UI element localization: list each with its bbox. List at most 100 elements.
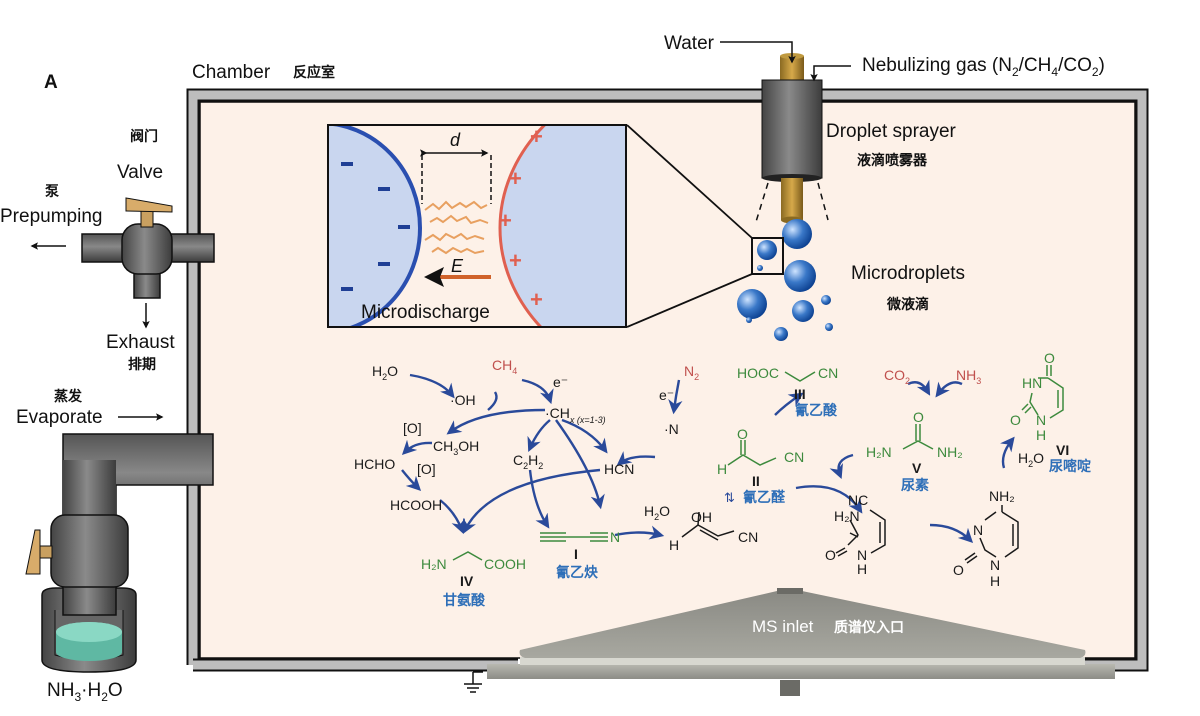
chamber-label: Chamber — [192, 62, 271, 83]
svg-text:N: N — [973, 522, 983, 538]
svg-text:II: II — [752, 473, 760, 489]
svg-text:⇅: ⇅ — [724, 490, 735, 505]
svg-text:O: O — [953, 562, 964, 578]
svg-text:+: + — [530, 287, 543, 312]
svg-text:·OH: ·OH — [450, 392, 476, 408]
valve-label: Valve — [117, 162, 163, 183]
exhaust-label-cn: 排期 — [128, 356, 156, 373]
svg-text:CO2: CO2 — [884, 367, 910, 386]
prepumping-label-cn: 泵 — [45, 184, 59, 200]
svg-text:N: N — [610, 529, 620, 545]
ground-symbol — [464, 671, 483, 693]
gas-label: Nebulizing gas (N2/CH4/CO2) — [862, 55, 1105, 79]
svg-text:H2O: H2O — [372, 363, 398, 382]
microdischarge-inset: + + + + + — [327, 124, 627, 328]
prepumping-label: Prepumping — [0, 206, 102, 227]
distance-label: d — [450, 130, 461, 150]
svg-text:H₂N: H₂N — [866, 444, 892, 460]
compound-V — [902, 424, 934, 450]
svg-text:CN: CN — [738, 529, 758, 545]
panel-label: A — [44, 72, 58, 93]
svg-text:甘氨酸: 甘氨酸 — [443, 592, 486, 609]
discharge-sparks — [424, 200, 489, 255]
svg-text:NH3: NH3 — [956, 367, 981, 386]
compound-III — [784, 371, 816, 382]
svg-text:III: III — [794, 386, 806, 402]
exhaust-label: Exhaust — [106, 332, 175, 353]
svg-text:NH₂: NH₂ — [937, 444, 963, 460]
compound-I — [540, 532, 608, 542]
svg-text:CH3OH: CH3OH — [433, 438, 479, 457]
valve-handle — [125, 197, 173, 213]
valve-assembly[interactable] — [81, 197, 215, 299]
reaction-scheme: H2O ·OH CH4 e⁻ ·CHx (x=1-3) [O] CH3OH HC… — [354, 350, 1091, 609]
svg-text:IV: IV — [460, 573, 474, 589]
svg-text:·N: ·N — [664, 421, 679, 437]
sprayer-label: Droplet sprayer — [826, 121, 957, 142]
svg-text:Nebulizing gas (N2/CH4/CO2): Nebulizing gas (N2/CH4/CO2) — [862, 55, 1105, 79]
ms-inlet-label: MS inlet — [752, 617, 814, 636]
svg-text:O: O — [1010, 412, 1021, 428]
field-label: E — [451, 256, 464, 276]
cytosine — [964, 505, 1019, 564]
zoom-line-bottom — [626, 273, 753, 328]
reservoir-label: NH3·H2O — [47, 680, 123, 704]
chamber-label-cn: 反应室 — [293, 64, 335, 81]
negative-charges — [341, 162, 410, 291]
svg-text:COOH: COOH — [484, 556, 526, 572]
sprayer-label-cn: 液滴喷雾器 — [857, 152, 928, 169]
svg-text:H: H — [669, 537, 679, 553]
svg-text:+: + — [509, 248, 522, 273]
ms-inlet-label-cn: 质谱仪入口 — [834, 619, 904, 636]
svg-text:HOOC: HOOC — [737, 365, 779, 381]
zoom-box — [751, 237, 784, 275]
svg-text:H: H — [1036, 427, 1046, 443]
svg-text:H: H — [717, 461, 727, 477]
water-arrow — [720, 41, 796, 64]
svg-text:CN: CN — [784, 449, 804, 465]
positive-droplet — [498, 125, 626, 327]
evaporate-label: Evaporate — [16, 407, 103, 428]
svg-text:氰乙炔: 氰乙炔 — [556, 564, 598, 581]
svg-text:HCHO: HCHO — [354, 456, 395, 472]
svg-text:[O]: [O] — [403, 420, 422, 436]
svg-text:HN: HN — [1022, 375, 1042, 391]
svg-text:H: H — [990, 573, 1000, 589]
evaporator-body — [50, 514, 129, 588]
svg-text:NH3·H2O: NH3·H2O — [47, 680, 123, 704]
microdroplets-label-cn: 微液滴 — [886, 296, 929, 313]
positive-charges: + + + + + — [499, 124, 543, 312]
microdroplets — [737, 219, 833, 341]
svg-text:N: N — [857, 547, 867, 563]
evaporator-assembly — [25, 433, 214, 673]
svg-text:CN: CN — [818, 365, 838, 381]
svg-text:尿嘧啶: 尿嘧啶 — [1049, 458, 1091, 475]
valve-body — [121, 223, 173, 275]
enol-intermediate — [681, 511, 735, 541]
compound-IV — [452, 551, 483, 561]
svg-text:HCOOH: HCOOH — [390, 497, 442, 513]
pyrimidine-intermediate — [835, 509, 886, 557]
svg-text:尿素: 尿素 — [901, 477, 929, 494]
svg-text:+: + — [530, 124, 543, 149]
svg-text:I: I — [574, 546, 578, 562]
svg-text:HCN: HCN — [604, 461, 634, 477]
svg-text:N: N — [1036, 412, 1046, 428]
microdroplets-label: Microdroplets — [851, 263, 965, 284]
gas-arrow — [810, 65, 851, 82]
ms-inlet[interactable] — [487, 588, 1115, 696]
svg-text:H₂N: H₂N — [421, 556, 447, 572]
svg-text:O: O — [913, 409, 924, 425]
svg-text:+: + — [509, 166, 522, 191]
svg-text:氰乙酸: 氰乙酸 — [795, 402, 838, 419]
svg-text:N: N — [990, 557, 1000, 573]
svg-text:N2: N2 — [684, 363, 699, 382]
evaporator-handle — [25, 529, 41, 575]
svg-text:V: V — [912, 460, 922, 476]
svg-text:[O]: [O] — [417, 461, 436, 477]
svg-text:VI: VI — [1056, 442, 1069, 458]
svg-text:O: O — [825, 547, 836, 563]
svg-text:+: + — [499, 208, 512, 233]
microdischarge-label: Microdischarge — [361, 302, 490, 323]
water-label: Water — [664, 33, 715, 54]
